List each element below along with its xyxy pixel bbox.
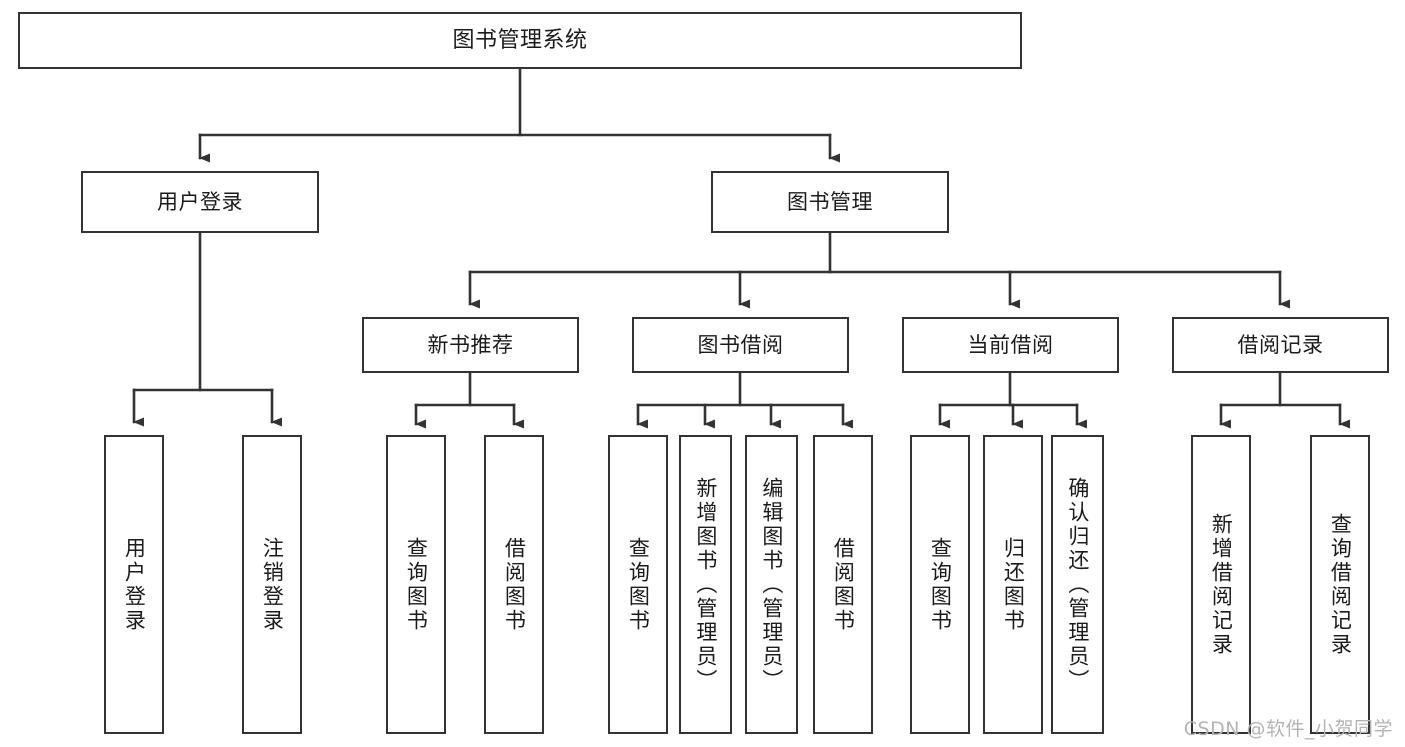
leaf-query-book-recommend-label: 查询图书 bbox=[404, 536, 429, 633]
leaf-return-book[interactable]: 归还图书 bbox=[983, 435, 1043, 734]
node-book-manage-label: 图书管理 bbox=[787, 189, 873, 214]
leaf-query-book-borrow-label: 查询图书 bbox=[626, 536, 651, 633]
node-current-borrow-label: 当前借阅 bbox=[967, 332, 1054, 357]
node-current-borrow[interactable]: 当前借阅 bbox=[902, 317, 1119, 373]
leaf-add-book-admin-label: 新增图书（管理员） bbox=[693, 476, 718, 693]
leaf-borrow-book-recommend-label: 借阅图书 bbox=[502, 536, 527, 633]
leaf-add-borrow-record-label: 新增借阅记录 bbox=[1209, 512, 1234, 657]
leaf-query-borrow-record[interactable]: 查询借阅记录 bbox=[1310, 435, 1370, 734]
node-book-borrow[interactable]: 图书借阅 bbox=[632, 317, 849, 373]
leaf-query-book-recommend[interactable]: 查询图书 bbox=[386, 435, 446, 734]
node-user-login[interactable]: 用户登录 bbox=[81, 171, 319, 233]
leaf-edit-book-admin[interactable]: 编辑图书（管理员） bbox=[745, 435, 798, 734]
leaf-edit-book-admin-label: 编辑图书（管理员） bbox=[759, 476, 784, 693]
leaf-add-borrow-record[interactable]: 新增借阅记录 bbox=[1191, 435, 1251, 734]
node-book-manage[interactable]: 图书管理 bbox=[711, 171, 949, 233]
leaf-logout[interactable]: 注销登录 bbox=[242, 435, 302, 734]
leaf-borrow-book-label: 借阅图书 bbox=[831, 536, 856, 633]
leaf-borrow-book[interactable]: 借阅图书 bbox=[813, 435, 873, 734]
leaf-logout-label: 注销登录 bbox=[260, 536, 285, 633]
node-new-book-recommend-label: 新书推荐 bbox=[427, 332, 514, 357]
leaf-query-book-current[interactable]: 查询图书 bbox=[910, 435, 970, 734]
node-new-book-recommend[interactable]: 新书推荐 bbox=[362, 317, 579, 373]
watermark-text: CSDN @软件_小贺同学 bbox=[1183, 718, 1393, 740]
leaf-confirm-return-admin[interactable]: 确认归还（管理员） bbox=[1051, 435, 1104, 734]
leaf-user-login-label: 用户登录 bbox=[122, 536, 147, 633]
leaf-borrow-book-recommend[interactable]: 借阅图书 bbox=[484, 435, 544, 734]
node-book-borrow-label: 图书借阅 bbox=[697, 332, 784, 357]
leaf-query-book-current-label: 查询图书 bbox=[928, 536, 953, 633]
node-root-label: 图书管理系统 bbox=[452, 27, 588, 53]
leaf-user-login[interactable]: 用户登录 bbox=[104, 435, 164, 734]
leaf-query-book-borrow[interactable]: 查询图书 bbox=[608, 435, 668, 734]
leaf-add-book-admin[interactable]: 新增图书（管理员） bbox=[679, 435, 732, 734]
leaf-confirm-return-admin-label: 确认归还（管理员） bbox=[1065, 476, 1090, 693]
node-user-login-label: 用户登录 bbox=[157, 189, 243, 214]
leaf-return-book-label: 归还图书 bbox=[1001, 536, 1026, 633]
leaf-query-borrow-record-label: 查询借阅记录 bbox=[1328, 512, 1353, 657]
node-borrow-record-label: 借阅记录 bbox=[1237, 332, 1324, 357]
node-root[interactable]: 图书管理系统 bbox=[18, 12, 1022, 69]
node-borrow-record[interactable]: 借阅记录 bbox=[1172, 317, 1389, 373]
